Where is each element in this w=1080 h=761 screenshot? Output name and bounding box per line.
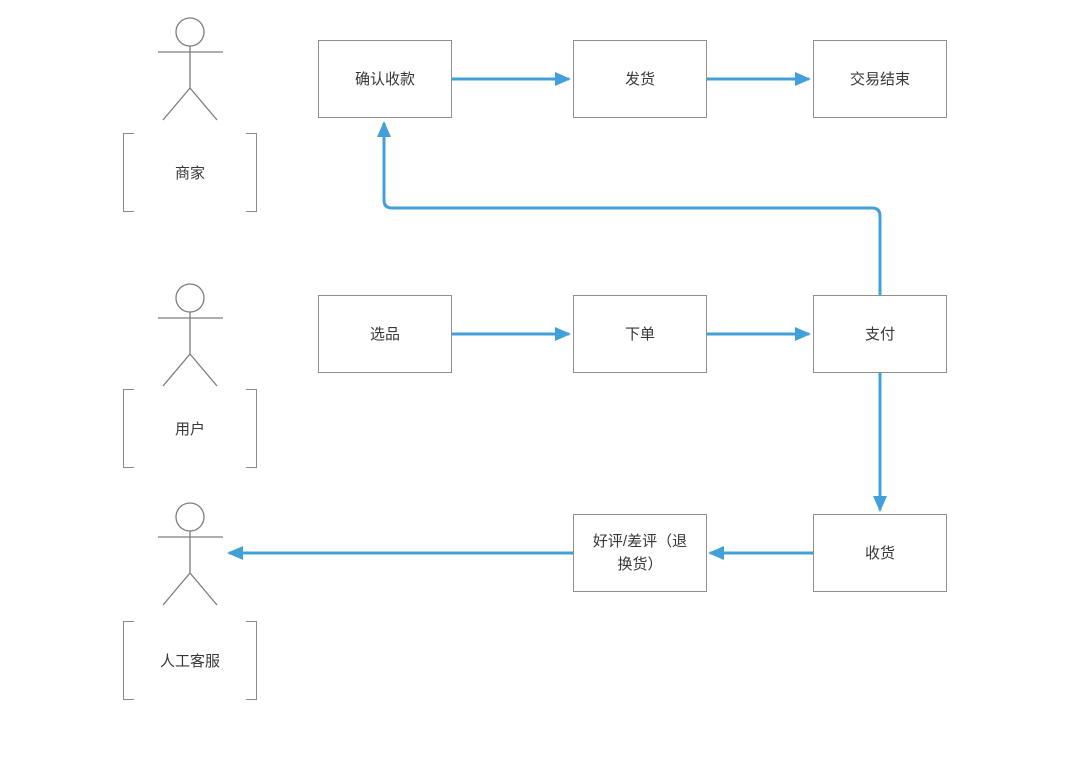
node-pay[interactable]: 支付 [813,295,947,373]
actor-label-service[interactable]: 人工客服 [123,621,257,700]
bracket-left-icon [123,389,134,468]
node-select-product[interactable]: 选品 [318,295,452,373]
node-select-product-label: 选品 [369,325,400,343]
node-ship[interactable]: 发货 [573,40,707,118]
node-receive-goods-label: 收货 [864,544,895,562]
node-deal-end[interactable]: 交易结束 [813,40,947,118]
node-deal-end-label: 交易结束 [849,70,910,88]
actor-figure-merchant[interactable] [158,17,223,121]
node-confirm-payment[interactable]: 确认收款 [318,40,452,118]
node-place-order-label: 下单 [624,325,655,343]
actor-user-text: 用户 [174,421,205,438]
node-ship-label: 发货 [624,70,655,88]
node-receive-goods[interactable]: 收货 [813,514,947,592]
bracket-right-icon [246,389,257,468]
actor-label-user[interactable]: 用户 [123,389,257,468]
bracket-right-icon [246,621,257,700]
node-review-return[interactable]: 好评/差评（退 换货） [573,514,707,592]
actor-figure-service[interactable] [158,502,223,606]
merchant-head-icon [175,17,205,47]
node-confirm-payment-label: 确认收款 [354,70,415,88]
service-head-icon [175,502,205,532]
actor-service-text: 人工客服 [159,653,220,670]
actor-figure-user[interactable] [158,283,223,387]
actor-merchant-text: 商家 [174,165,205,182]
bracket-left-icon [123,133,134,212]
node-review-return-label: 好评/差评（退 换货） [592,533,688,573]
user-head-icon [175,283,205,313]
node-place-order[interactable]: 下单 [573,295,707,373]
node-pay-label: 支付 [864,325,895,343]
bracket-right-icon [246,133,257,212]
bracket-left-icon [123,621,134,700]
edge-pay-to-confirm-payment [377,121,882,295]
actor-label-merchant[interactable]: 商家 [123,133,257,212]
